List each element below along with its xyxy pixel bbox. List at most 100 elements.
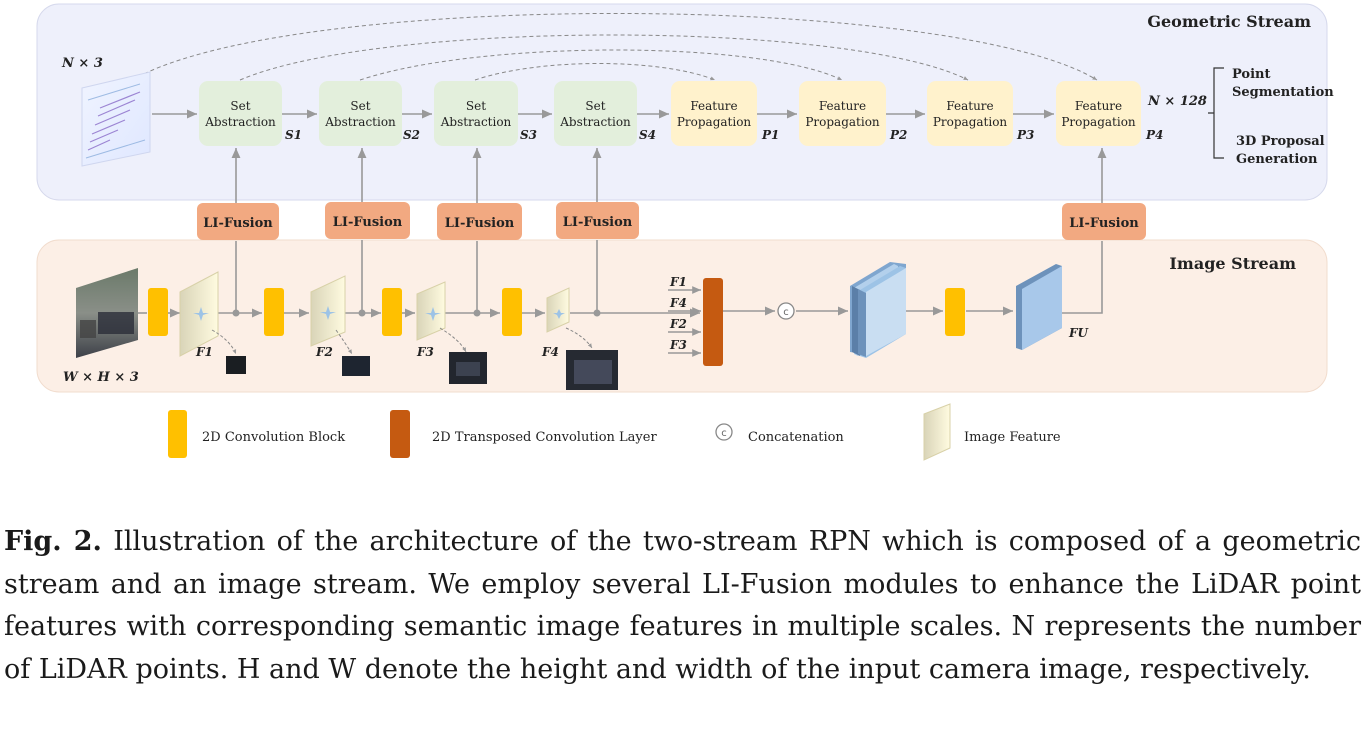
concat-input-3: F2 (669, 317, 687, 331)
conv-block-2 (264, 288, 284, 336)
feature-label-1: F1 (195, 345, 213, 359)
concat-input-4: F3 (669, 338, 687, 352)
image-feature-4 (546, 287, 570, 333)
fp-2-line1: Feature (819, 99, 866, 113)
image-feature-2 (310, 275, 346, 347)
output-proposal-line2: Generation (1236, 152, 1318, 167)
fp-1-line2: Propagation (677, 115, 752, 129)
li-fusion-3-label: LI-Fusion (445, 216, 515, 231)
caption-text: Illustration of the architecture of the … (4, 526, 1361, 685)
concat-input-2: F4 (669, 296, 687, 310)
fp-3-output: P3 (1016, 128, 1034, 142)
caption-prefix: Fig. 2. (4, 526, 102, 557)
feature-propagation-1: Feature Propagation P1 (671, 81, 779, 146)
skip-connections (119, 12, 1098, 89)
feature-label-3: F3 (416, 345, 434, 359)
geometric-stream-title: Geometric Stream (1147, 12, 1311, 31)
li-fusion-1-label: LI-Fusion (203, 216, 273, 231)
feature-thumb-3-car (456, 362, 480, 376)
legend-concat-icon-text: c (721, 428, 727, 439)
fp-4-line2: Propagation (1061, 115, 1136, 129)
sa-4-line2: Abstraction (559, 115, 631, 129)
camera-input-image (76, 268, 138, 358)
li-fusion-2-label: LI-Fusion (333, 215, 403, 230)
sa-2-output: S2 (403, 128, 420, 142)
concat-symbol-text: c (783, 307, 789, 318)
sa-3-line1: Set (466, 99, 486, 113)
legend-concat-icon (715, 423, 733, 441)
legend-transposed-swatch (390, 410, 410, 458)
fp-4-line1: Feature (1075, 99, 1122, 113)
image-feature-3 (416, 281, 446, 341)
li-fusion-1: LI-Fusion (197, 203, 279, 240)
fusion-connections (231, 148, 1107, 314)
concat-input-arrows (668, 286, 701, 357)
sa-3-line2: Abstraction (440, 115, 512, 129)
set-abstraction-1: Set Abstraction S1 (199, 81, 302, 146)
sa-1-output: S1 (285, 128, 302, 142)
lidar-input-image (81, 71, 151, 167)
legend-conv-label: 2D Convolution Block (202, 430, 345, 445)
legend-feature-label: Image Feature (964, 430, 1061, 445)
fp-4-output: P4 (1145, 128, 1163, 142)
camera-input-label: W × H × 3 (63, 370, 139, 385)
legend-feature-swatch (923, 403, 951, 461)
sa-1-line2: Abstraction (204, 115, 276, 129)
image-stream-panel (36, 239, 1328, 393)
legend: 2D Convolution Block 2D Transposed Convo… (168, 403, 1061, 461)
sa-3-output: S3 (520, 128, 537, 142)
fp-2-line2: Propagation (805, 115, 880, 129)
set-abstraction-2: Set Abstraction S2 (319, 81, 420, 146)
fused-feature-map (1016, 264, 1062, 350)
feature-propagation-3: Feature Propagation P3 (927, 81, 1034, 146)
output-point-seg-line1: Point (1232, 67, 1271, 82)
feature-thumb-2 (342, 356, 370, 376)
conv-block-1 (148, 288, 168, 336)
legend-transposed-label: 2D Transposed Convolution Layer (432, 430, 657, 445)
fp-2-output: P2 (889, 128, 907, 142)
output-proposal-line1: 3D Proposal (1236, 134, 1325, 149)
conv-block-5 (945, 288, 965, 336)
li-fusion-4: LI-Fusion (556, 202, 639, 239)
fused-feature-label: FU (1068, 326, 1090, 340)
li-fusion-2: LI-Fusion (325, 202, 410, 239)
set-abstraction-3: Set Abstraction S3 (434, 81, 537, 146)
li-fusion-5: LI-Fusion (1062, 203, 1146, 240)
fp-3-line1: Feature (946, 99, 993, 113)
output-brace (1208, 67, 1224, 159)
li-fusion-5-label: LI-Fusion (1069, 216, 1139, 231)
conv-block-4 (502, 288, 522, 336)
image-flow-arrows (138, 306, 1013, 318)
architecture-diagram: Geometric Stream Image Stream N × 3 Set … (36, 3, 1334, 461)
transposed-conv-layer (703, 278, 723, 366)
sa-1-line1: Set (230, 99, 250, 113)
fp-1-line1: Feature (690, 99, 737, 113)
junction-dots (232, 309, 601, 317)
concat-symbol: c (777, 302, 795, 320)
feature-propagation-4: Feature Propagation P4 (1056, 81, 1163, 146)
feature-thumb-1 (226, 356, 246, 374)
figure-caption: Fig. 2. Illustration of the architecture… (4, 521, 1361, 691)
conv-block-3 (382, 288, 402, 336)
feature-propagation-2: Feature Propagation P2 (799, 81, 907, 146)
sa-2-line2: Abstraction (324, 115, 396, 129)
legend-conv-swatch (168, 410, 187, 458)
legend-concat-label: Concatenation (748, 430, 844, 445)
conv-blocks (148, 288, 965, 336)
fp-1-output: P1 (761, 128, 779, 142)
lidar-input-label: N × 3 (61, 56, 103, 71)
concat-input-1: F1 (669, 275, 687, 289)
sa-4-output: S4 (639, 128, 656, 142)
feature-map-stack (850, 262, 906, 358)
fp-3-line2: Propagation (933, 115, 1008, 129)
li-fusion-4-label: LI-Fusion (563, 215, 633, 230)
sa-2-line1: Set (350, 99, 370, 113)
feature-label-2: F2 (315, 345, 333, 359)
li-fusion-3: LI-Fusion (437, 203, 522, 240)
feature-thumb-4-car (574, 360, 612, 384)
set-abstraction-4: Set Abstraction S4 (554, 81, 656, 146)
feature-label-4: F4 (541, 345, 559, 359)
output-dim-label: N × 128 (1147, 94, 1207, 109)
feature-zoom-arrows (211, 327, 593, 355)
image-stream-title: Image Stream (1169, 254, 1296, 273)
